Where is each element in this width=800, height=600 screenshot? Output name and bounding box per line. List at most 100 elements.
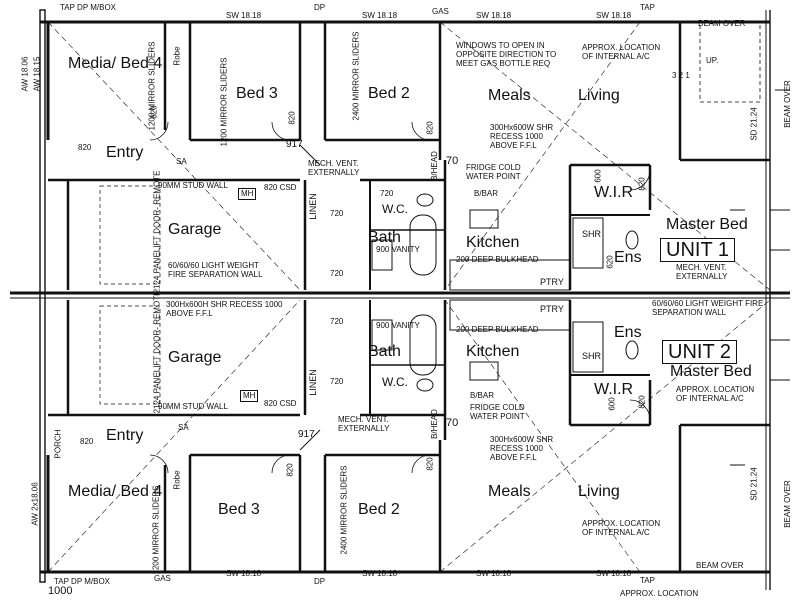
room-robe-bottom: Robe xyxy=(172,470,182,490)
note-beam-over-bottom: BEAM OVER xyxy=(696,561,744,570)
note-bbar-top: B/BAR xyxy=(474,189,499,198)
note-beam-over-top: BEAM OVER xyxy=(698,19,746,28)
room-linen-top: LINEN xyxy=(307,193,318,220)
note-mh-top: MH xyxy=(238,188,257,200)
note-vanity-top: 900 VANITY xyxy=(376,245,420,254)
note-720b-top: 720 xyxy=(330,209,344,218)
note-gas-bottom: GAS xyxy=(154,574,171,583)
note-820d-bottom: 820 xyxy=(637,395,647,409)
note-sw1-top: SW 18.18 xyxy=(226,11,262,20)
note-sw3-bottom: SW 18.18 xyxy=(476,569,512,578)
room-wc-top: W.C. xyxy=(382,202,408,216)
note-917-top: 917 xyxy=(286,139,303,150)
note-sw4-top: SW 18.18 xyxy=(596,11,632,20)
bathtub-top xyxy=(409,214,437,276)
note-bhead-bottom: B/HEAD xyxy=(429,409,439,439)
note-fire-top: 60/60/60 LIGHT WEIGHT FIRE SEPARATION WA… xyxy=(168,261,263,279)
note-fridge-top: FRIDGE COLD WATER POINT xyxy=(466,163,521,181)
note-600-top: 600 xyxy=(593,169,603,183)
note-sw2-bottom: SW 18.18 xyxy=(362,569,398,578)
room-bath-top: Bath xyxy=(368,229,401,246)
note-820d-top: 820 xyxy=(425,121,435,135)
note-bulkhead-top: 200 DEEP BULKHEAD xyxy=(456,255,539,264)
note-mirror2400-bottom: 2400 MIRROR SLIDERS xyxy=(339,465,349,555)
room-media-bottom: Media/ Bed 4 xyxy=(68,483,163,500)
note-sd-top: SD 21.24 xyxy=(749,107,759,141)
outer-wall-left xyxy=(39,9,46,583)
note-mech2-top: MECH. VENT. EXTERNALLY xyxy=(308,159,360,177)
room-entry-top: Entry xyxy=(106,144,144,161)
room-media-top: Media/ Bed 4 xyxy=(68,55,163,72)
note-fire-bottom: 60/60/60 LIGHT WEIGHT FIRE SEPARATION WA… xyxy=(652,299,764,317)
note-mirror1200b-top: 1200 MIRROR SLIDERS xyxy=(219,57,229,147)
room-ens-top: Ens xyxy=(614,249,642,266)
room-entry-bottom: Entry xyxy=(106,427,144,444)
note-bulkhead-bottom: 200 DEEP BULKHEAD xyxy=(456,325,539,334)
note-820a-bottom: 820 xyxy=(80,437,94,446)
note-600-bottom: 600 xyxy=(607,397,617,411)
note-fridge-bottom: FRIDGE COLD WATER POINT xyxy=(470,403,525,421)
note-720a-top: 720 xyxy=(380,189,394,198)
note-tap-dp-mbox-bottom: TAP DP M/BOX xyxy=(54,577,111,586)
note-dp-bottom: DP xyxy=(314,577,326,586)
note-csd-top: 820 CSD xyxy=(264,183,297,192)
note-mirror1200-bottom: 1200 MIRROR SLIDERS xyxy=(151,485,161,575)
note-820a-top: 820 xyxy=(78,143,92,152)
note-820c-top: 820 xyxy=(287,111,297,125)
room-shr-bottom: SHR xyxy=(582,351,602,361)
room-kitchen-bottom: Kitchen xyxy=(466,343,520,360)
unit-label-bottom: UNIT 2 xyxy=(662,340,737,364)
bathtub-bottom xyxy=(409,314,437,376)
room-master-top: Master Bed xyxy=(666,216,748,233)
note-820c-bottom: 820 xyxy=(425,457,435,471)
note-sd-bottom: SD 21.24 xyxy=(749,467,759,501)
note-aw2-top: AW 18.15 xyxy=(32,56,42,92)
room-ptry-bottom: PTRY xyxy=(540,304,564,314)
note-sw4-bottom: SW 18.18 xyxy=(596,569,632,578)
note-720a-bottom: 720 xyxy=(330,377,344,386)
note-620-top: 620 xyxy=(605,255,615,269)
note-windows-top: WINDOWS TO OPEN IN OPPOSITE DIRECTION TO… xyxy=(456,41,557,68)
note-stud-bottom: 90MM STUD WALL xyxy=(158,402,228,411)
room-bed3-bottom: Bed 3 xyxy=(218,501,260,518)
room-meals-bottom: Meals xyxy=(488,483,531,500)
room-living-top: Living xyxy=(578,87,620,104)
note-sa-top: SA xyxy=(176,157,187,166)
room-wc-bottom: W.C. xyxy=(382,375,408,389)
room-robe-top: Robe xyxy=(172,46,182,66)
note-ac-bottom: APPROX. LOCATION OF INTERNAL A/C xyxy=(582,519,661,537)
note-mech-top: MECH. VENT. EXTERNALLY xyxy=(676,263,728,281)
room-master-bottom: Master Bed xyxy=(670,363,752,380)
room-living-bottom: Living xyxy=(578,483,620,500)
note-gas-top: GAS xyxy=(432,7,449,16)
note-aw1-top: AW 18.06 xyxy=(20,56,30,92)
unit-label-top: UNIT 1 xyxy=(660,238,735,262)
note-70-bottom: 70 xyxy=(446,417,459,429)
note-dims321-top: 3 2 1 xyxy=(672,71,690,80)
note-mech-bottom: MECH. VENT. EXTERNALLY xyxy=(338,415,390,433)
note-820b-top: 820 xyxy=(149,105,159,119)
room-ens-bottom: Ens xyxy=(614,324,642,341)
note-sa-bottom: SA xyxy=(178,423,189,432)
note-porch-bottom: PORCH xyxy=(53,429,63,459)
room-bed3-top: Bed 3 xyxy=(236,85,278,102)
note-820b-bottom: 820 xyxy=(285,463,295,477)
note-tap-dp-mbox-top: TAP DP M/BOX xyxy=(60,3,117,12)
note-720c-top: 720 xyxy=(330,269,344,278)
note-up-top: UP. xyxy=(706,56,719,65)
room-kitchen-top: Kitchen xyxy=(466,234,520,251)
note-beam-port-top: BEAM OVER xyxy=(782,80,792,128)
note-csd-bottom: 820 CSD xyxy=(264,399,297,408)
room-ptry-top: PTRY xyxy=(540,277,564,287)
note-panelift-top: 2124 PANELIFT DOOR- REMOTE xyxy=(152,170,162,294)
note-shr-recess-bottom: 300Hx600W SHR RECESS 1000 ABOVE F.F.L xyxy=(490,435,554,462)
note-820e-top: 820 xyxy=(637,177,647,191)
note-720b-bottom: 720 xyxy=(330,317,344,326)
note-beam-port-bottom: BEAM OVER xyxy=(782,480,792,528)
note-1000-bottom: 1000 xyxy=(48,585,73,597)
note-917-bottom: 917 xyxy=(298,429,315,440)
note-tap-top: TAP xyxy=(640,3,655,12)
note-ac2-bottom: APPROX. LOCATION OF INTERNAL A/C xyxy=(676,385,755,403)
room-wir-top: W.I.R xyxy=(594,184,634,201)
